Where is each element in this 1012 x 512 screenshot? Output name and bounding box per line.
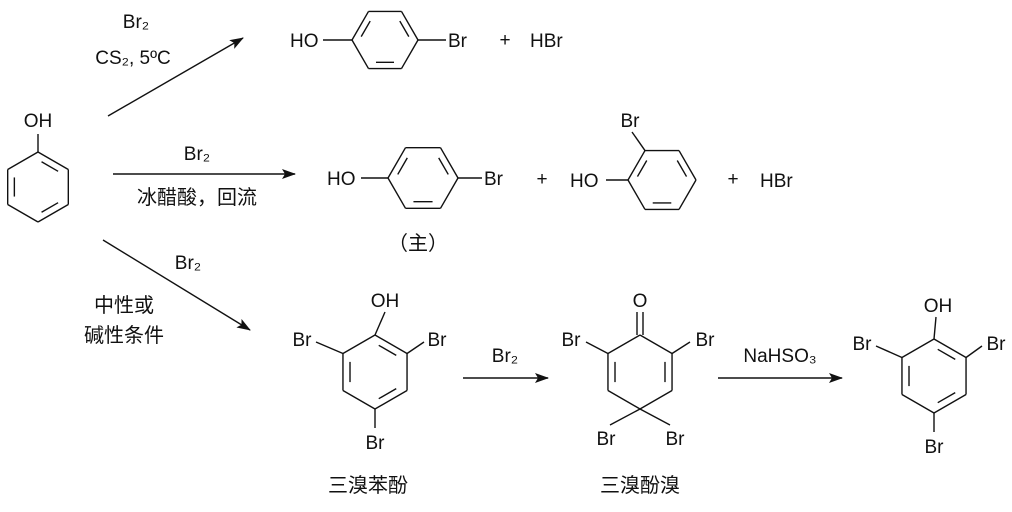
tribromophenol-double-bond — [378, 344, 397, 357]
p-bromophenol-2-ring-bond — [387, 147, 407, 179]
reaction1-plus: + — [499, 30, 510, 51]
tribromophenol-final-ring-bond — [933, 393, 967, 414]
quinone-name: 三溴酚溴 — [600, 473, 680, 497]
quinone-br-right: Br — [696, 330, 716, 351]
p-bromophenol-2-ring-bond — [439, 147, 459, 179]
product1-ho-label: HO — [290, 31, 319, 52]
arrow-reaction3 — [102, 239, 251, 331]
p-bromophenol-1-ring-bond — [400, 39, 419, 69]
reaction2-conditions: 冰醋酸，回流 — [137, 185, 257, 209]
p-bromophenol-1-double-bond — [399, 20, 410, 38]
tbp-br-left: Br — [293, 330, 313, 351]
tribromophenol-final-double-bond — [937, 348, 956, 361]
product2-ho-label: HO — [327, 169, 356, 190]
o-bromophenol-double-bond — [676, 160, 688, 177]
p-bromophenol-2-double-bond — [397, 157, 408, 175]
final-br-right: Br — [987, 334, 1007, 355]
o-bromophenol-double-bond — [636, 160, 648, 177]
tribromophenol-bromine-ring-bond — [639, 389, 673, 410]
p-bromophenol-2-ring-bond — [439, 177, 459, 209]
oh-bond — [374, 311, 386, 336]
tribromophenol-ring-bond — [342, 389, 376, 410]
o-bromophenol-ring-bond — [627, 150, 646, 181]
reaction2-plus1: + — [536, 169, 547, 190]
reaction1-reagent: Br₂ — [123, 12, 149, 33]
reaction2-plus2: + — [727, 169, 738, 190]
br-bond — [631, 131, 646, 151]
br-bond — [315, 341, 344, 355]
final-br-left: Br — [853, 334, 873, 355]
phenol-ring-bond — [7, 151, 39, 171]
br-bond — [609, 408, 641, 426]
br-bond — [671, 341, 691, 355]
tribromophenol-final-double-bond — [937, 391, 956, 404]
quinone-br-left: Br — [562, 330, 582, 351]
reaction2-reagent: Br₂ — [184, 144, 210, 165]
reaction2-hbr: HBr — [760, 171, 793, 192]
quinone-br-bottom-left: Br — [597, 429, 617, 450]
br-bond — [875, 345, 903, 359]
phenol-ring-bond — [37, 151, 69, 171]
reaction3-conditions-line1: 中性或 — [94, 293, 154, 317]
reaction1-hbr: HBr — [530, 31, 563, 52]
tribromophenol-bromine-ring-bond — [607, 389, 641, 410]
br-bond — [406, 341, 425, 355]
tribromophenol-bromine-ring-bond — [639, 334, 673, 355]
tbp-br-right: Br — [428, 330, 448, 351]
product2-br-label: Br — [484, 169, 504, 190]
quinone-br-bottom-right: Br — [666, 429, 686, 450]
tbp-name: 三溴苯酚 — [328, 473, 408, 497]
phenol-ring-bond — [7, 203, 39, 223]
tbp-br-bottom: Br — [366, 433, 386, 454]
product1-br-label: Br — [448, 31, 468, 52]
o-bromophenol-ring-bond — [678, 179, 697, 210]
tribromophenol-ring-bond — [374, 389, 408, 410]
p-bromophenol-1-ring-bond — [351, 39, 370, 69]
reaction1-conditions: CS₂, 5ºC — [95, 48, 171, 69]
final-br-bottom: Br — [925, 437, 945, 458]
oh-bond — [933, 316, 937, 340]
product2b-br-label: Br — [621, 111, 641, 132]
arrow-reaction1 — [107, 37, 244, 117]
p-bromophenol-2-ring-bond — [387, 177, 407, 209]
reaction3-reagent: Br₂ — [175, 253, 201, 274]
p-bromophenol-2-double-bond — [438, 157, 449, 175]
tribromophenol-double-bond — [378, 387, 397, 400]
major-product-note: （主） — [388, 231, 448, 255]
tribromophenol-final-ring-bond — [901, 393, 935, 414]
phenol-double-bond — [41, 202, 59, 213]
reaction4-reagent: Br₂ — [492, 346, 518, 367]
tribromophenol-bromine-ring-bond — [607, 334, 641, 355]
reaction3-conditions-line2: 碱性条件 — [84, 323, 164, 347]
o-bromophenol-ring-bond — [678, 150, 697, 181]
tribromophenol-final-ring-bond — [933, 338, 967, 359]
tbp-oh-label: OH — [371, 291, 400, 312]
phenol-ring-bond — [37, 203, 69, 223]
tribromophenol-ring-bond — [374, 334, 408, 355]
br-bond — [965, 345, 983, 359]
quinone-o-label: O — [633, 291, 648, 312]
p-bromophenol-1-ring-bond — [400, 11, 419, 41]
tribromophenol-final-ring-bond — [901, 338, 935, 359]
tribromophenol-ring-bond — [342, 334, 376, 355]
phenol-oh-label: OH — [24, 111, 53, 132]
phenol-double-bond — [41, 161, 59, 172]
reaction5-reagent: NaHSO₃ — [743, 346, 816, 367]
br-bond — [639, 408, 671, 426]
o-bromophenol-ring-bond — [627, 179, 646, 210]
br-bond — [585, 341, 609, 355]
p-bromophenol-1-double-bond — [360, 20, 371, 38]
final-oh-label: OH — [924, 296, 953, 317]
product2b-ho-label: HO — [570, 171, 599, 192]
p-bromophenol-1-ring-bond — [351, 11, 370, 41]
